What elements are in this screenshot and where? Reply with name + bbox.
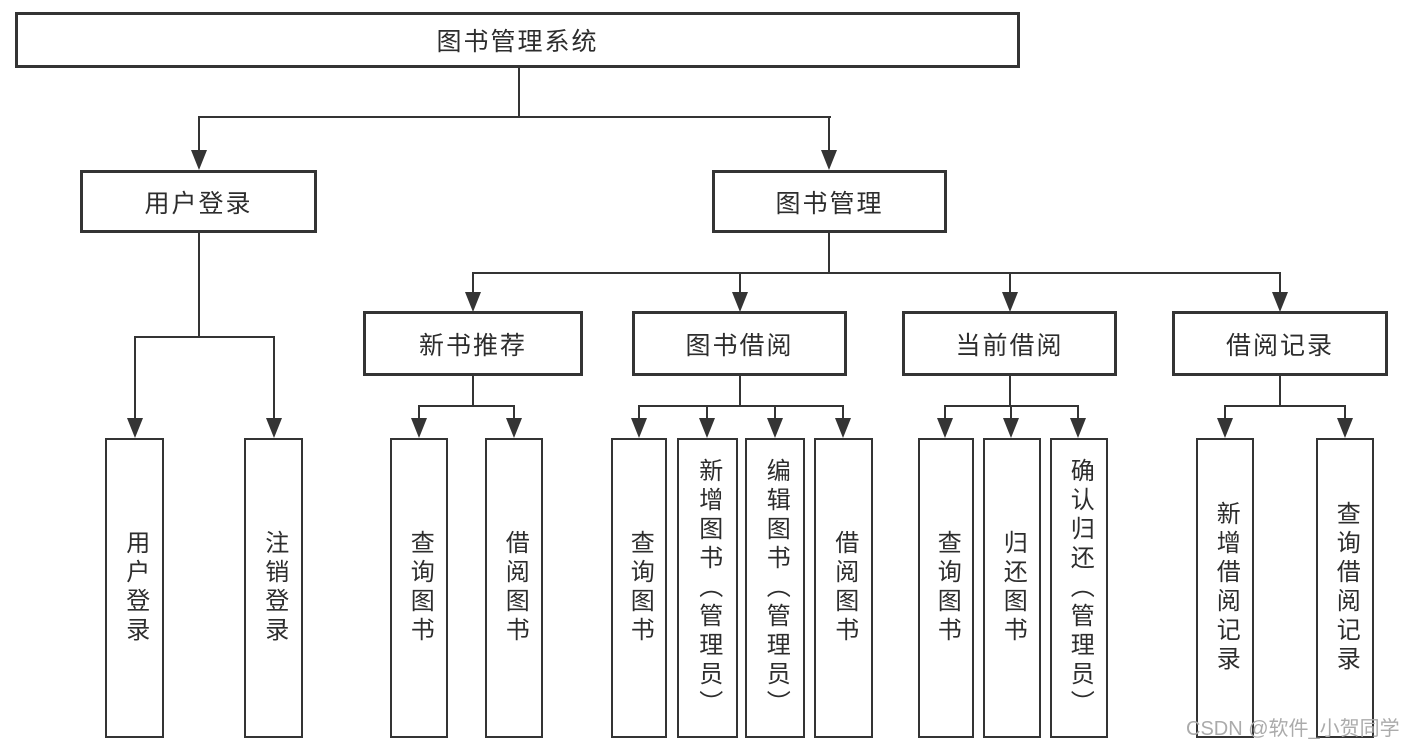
- connector-line: [472, 273, 474, 292]
- connector-line: [774, 406, 776, 418]
- connector-line: [134, 336, 275, 338]
- connector-line: [198, 117, 200, 150]
- connector-line: [1224, 406, 1226, 418]
- leaf-label: 新增图书（管理员）: [694, 457, 722, 719]
- arrowhead-down-icon: [937, 418, 953, 438]
- connector-line: [1344, 406, 1346, 418]
- leaf-label: 查询图书: [626, 530, 654, 646]
- arrowhead-down-icon: [732, 292, 748, 312]
- arrowhead-down-icon: [1070, 418, 1086, 438]
- arrowhead-down-icon: [631, 418, 647, 438]
- connector-line: [198, 233, 200, 337]
- leaf-return-books: 归还图书: [983, 438, 1041, 738]
- leaf-query-borrow-record: 查询借阅记录: [1316, 438, 1374, 738]
- arrowhead-down-icon: [1217, 418, 1233, 438]
- connector-line: [1009, 273, 1011, 292]
- connector-line: [944, 406, 946, 418]
- node-label: 用户登录: [144, 189, 253, 218]
- connector-line: [828, 117, 830, 150]
- arrowhead-down-icon: [1002, 292, 1018, 312]
- leaf-query-books: 查询图书: [390, 438, 448, 738]
- arrowhead-down-icon: [506, 418, 522, 438]
- arrowhead-down-icon: [191, 150, 207, 170]
- arrowhead-down-icon: [1003, 418, 1019, 438]
- node-user-login: 用户登录: [80, 170, 317, 233]
- node-new-book-recommend: 新书推荐: [363, 311, 583, 376]
- arrowhead-down-icon: [1272, 292, 1288, 312]
- leaf-label: 归还图书: [999, 530, 1027, 646]
- leaf-label: 查询图书: [933, 530, 961, 646]
- connector-line: [472, 272, 1281, 274]
- connector-line: [1009, 376, 1011, 406]
- connector-line: [1077, 406, 1079, 418]
- connector-line: [638, 406, 640, 418]
- leaf-edit-books-admin: 编辑图书（管理员）: [745, 438, 805, 738]
- leaf-user-login: 用户登录: [105, 438, 164, 738]
- node-current-borrowing: 当前借阅: [902, 311, 1117, 376]
- leaf-label: 新增借阅记录: [1212, 501, 1240, 675]
- connector-line: [739, 273, 741, 292]
- node-label: 图书管理: [775, 189, 884, 218]
- connector-line: [273, 337, 275, 418]
- leaf-label: 编辑图书（管理员）: [762, 457, 790, 719]
- leaf-borrow-books: 借阅图书: [485, 438, 543, 738]
- leaf-label: 查询图书: [406, 530, 434, 646]
- leaf-confirm-return-admin: 确认归还（管理员）: [1050, 438, 1108, 738]
- connector-line: [1224, 405, 1346, 407]
- connector-line: [739, 376, 741, 406]
- arrowhead-down-icon: [767, 418, 783, 438]
- connector-line: [1279, 273, 1281, 292]
- leaf-label: 注销登录: [260, 530, 288, 646]
- arrowhead-down-icon: [411, 418, 427, 438]
- connector-line: [638, 405, 844, 407]
- arrowhead-down-icon: [821, 150, 837, 170]
- leaf-label: 确认归还（管理员）: [1066, 457, 1094, 719]
- node-label: 当前借阅: [955, 331, 1064, 360]
- leaf-logout: 注销登录: [244, 438, 303, 738]
- node-label: 图书借阅: [685, 331, 794, 360]
- arrowhead-down-icon: [699, 418, 715, 438]
- node-label: 图书管理系统: [436, 28, 599, 56]
- connector-line: [198, 116, 831, 118]
- connector-line: [842, 406, 844, 418]
- arrowhead-down-icon: [127, 418, 143, 438]
- leaf-query-books: 查询图书: [918, 438, 974, 738]
- leaf-label: 查询借阅记录: [1332, 501, 1360, 675]
- connector-line: [828, 233, 830, 273]
- node-label: 新书推荐: [418, 331, 527, 360]
- arrowhead-down-icon: [835, 418, 851, 438]
- csdn-watermark: CSDN @软件_小贺同学: [1186, 718, 1400, 740]
- leaf-add-books-admin: 新增图书（管理员）: [677, 438, 738, 738]
- leaf-label: 借阅图书: [830, 530, 858, 646]
- connector-line: [513, 406, 515, 418]
- arrowhead-down-icon: [465, 292, 481, 312]
- connector-line: [472, 376, 474, 406]
- leaf-add-borrow-record: 新增借阅记录: [1196, 438, 1254, 738]
- connector-line: [418, 406, 420, 418]
- node-label: 借阅记录: [1225, 331, 1334, 360]
- node-book-management: 图书管理: [712, 170, 947, 233]
- leaf-label: 借阅图书: [501, 530, 529, 646]
- connector-line: [518, 67, 520, 117]
- arrowhead-down-icon: [1337, 418, 1353, 438]
- node-book-borrowing: 图书借阅: [632, 311, 847, 376]
- node-borrowing-records: 借阅记录: [1172, 311, 1388, 376]
- connector-line: [1279, 376, 1281, 406]
- leaf-borrow-books: 借阅图书: [814, 438, 873, 738]
- arrowhead-down-icon: [266, 418, 282, 438]
- connector-line: [134, 337, 136, 418]
- leaf-query-books: 查询图书: [611, 438, 667, 738]
- connector-line: [418, 405, 515, 407]
- connector-line: [706, 406, 708, 418]
- connector-line: [1010, 406, 1012, 418]
- node-root-system: 图书管理系统: [15, 12, 1020, 68]
- leaf-label: 用户登录: [121, 530, 149, 646]
